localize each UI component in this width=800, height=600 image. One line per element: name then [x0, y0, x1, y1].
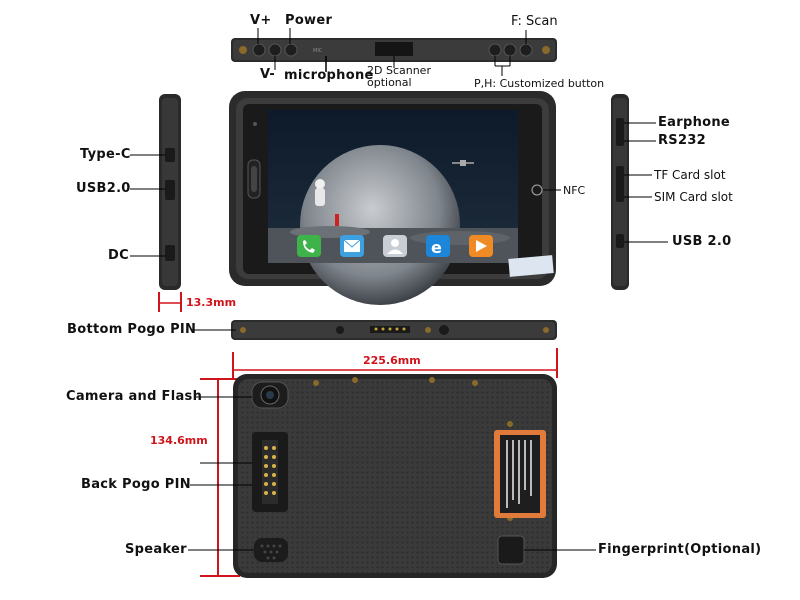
fingerprint-sensor — [497, 535, 525, 565]
power-label: Power — [285, 13, 333, 28]
v-plus-label: V+ — [250, 13, 272, 28]
v-minus-label: V- — [260, 67, 276, 82]
browser-icon: e — [426, 235, 450, 257]
front-camera-icon — [253, 122, 257, 126]
earphone-label: Earphone — [658, 115, 731, 130]
nfc-label: NFC — [563, 184, 586, 197]
custom-button-label: P,H: Customized button — [474, 77, 605, 90]
play-icon — [469, 235, 493, 257]
bottom-pogo-label: Bottom Pogo PIN — [67, 322, 197, 337]
camera-flash-label: Camera and Flash — [66, 389, 203, 404]
usb20-label: USB 2.0 — [672, 234, 732, 249]
mail-icon — [340, 235, 364, 257]
top-view: MIC — [231, 28, 557, 76]
volume-down-button[interactable] — [268, 43, 282, 57]
scan-button[interactable] — [519, 43, 533, 57]
earphone-port — [616, 118, 624, 146]
front-view: e — [229, 91, 561, 305]
thickness-label: 13.3mm — [186, 296, 237, 309]
dc-label: DC — [108, 248, 129, 263]
sim-card-label: SIM Card slot — [654, 190, 733, 204]
phone-icon — [297, 235, 321, 257]
microphone-label: microphone — [284, 68, 374, 83]
dc-port — [165, 245, 175, 261]
height-label: 134.6mm — [150, 434, 208, 447]
back-view — [188, 348, 596, 578]
volume-up-button[interactable] — [252, 43, 266, 57]
width-label: 225.6mm — [363, 354, 421, 367]
scanner-label-line1: 2D Scanner — [367, 64, 431, 77]
nfc-icon — [531, 184, 543, 196]
right-side-view — [611, 94, 668, 290]
screw-icon — [542, 46, 550, 54]
screw-icon — [239, 46, 247, 54]
p-button[interactable] — [488, 43, 502, 57]
fingerprint-label: Fingerprint(Optional) — [598, 542, 762, 557]
usb2-label: USB2.0 — [76, 181, 131, 196]
type-c-label: Type-C — [80, 147, 131, 162]
svg-text:MIC: MIC — [313, 48, 323, 54]
power-button[interactable] — [284, 43, 298, 57]
scanner-label: 2D Scanner optional — [367, 65, 431, 89]
speaker-icon — [254, 538, 288, 562]
usb-port — [165, 180, 175, 200]
h-button[interactable] — [503, 43, 517, 57]
bottom-view — [192, 320, 557, 340]
scanner-label-line2: optional — [367, 76, 412, 89]
contacts-icon — [383, 235, 407, 257]
scan-label: F: Scan — [511, 14, 558, 29]
scanner-window — [375, 42, 413, 56]
speaker-label: Speaker — [125, 542, 187, 557]
tf-card-label: TF Card slot — [654, 168, 726, 182]
back-pogo-label: Back Pogo PIN — [81, 477, 191, 492]
rs232-label: RS232 — [658, 133, 707, 148]
left-side-view — [130, 94, 182, 312]
card-slot — [616, 166, 624, 202]
svg-text:e: e — [431, 238, 442, 257]
type-c-port — [165, 148, 175, 162]
usb-port — [616, 234, 624, 248]
